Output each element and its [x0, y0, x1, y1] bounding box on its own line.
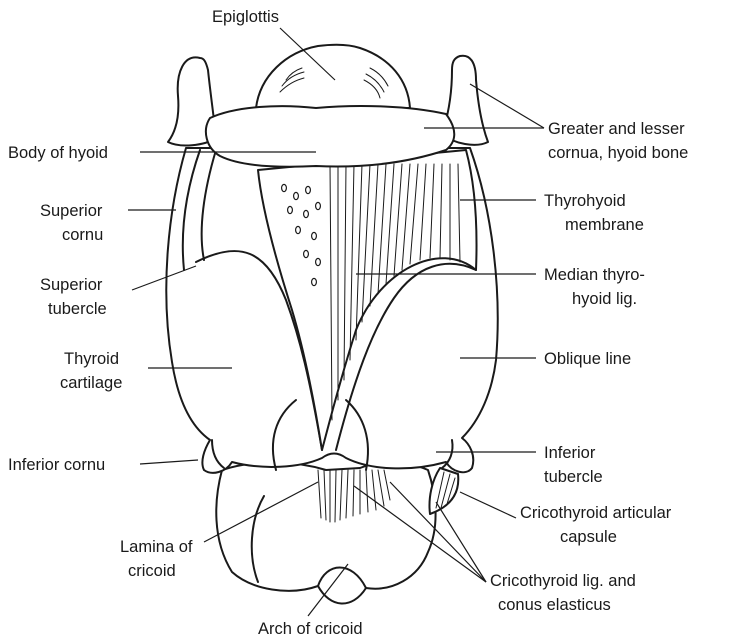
label-lamina-1: Lamina of [120, 538, 193, 556]
label-median-lig-2: hyoid lig. [572, 290, 637, 308]
label-thyroid-cartilage-2: cartilage [60, 374, 122, 392]
cricoid-cartilage [216, 462, 435, 604]
label-cricothyroid-capsule-2: capsule [560, 528, 617, 546]
label-median-lig-1: Median thyro- [544, 266, 645, 284]
label-thyrohyoid-membrane-1: Thyrohyoid [544, 192, 626, 210]
label-oblique-line: Oblique line [544, 350, 631, 368]
label-cricothyroid-lig-2: conus elasticus [498, 596, 611, 614]
label-superior-tubercle-2: tubercle [48, 300, 107, 318]
label-greater-lesser-2: cornua, hyoid bone [548, 144, 688, 162]
hyoid-body-shape [206, 106, 454, 167]
label-superior-cornu-2: cornu [62, 226, 103, 244]
label-inferior-tubercle-1: Inferior [544, 444, 596, 462]
label-cricothyroid-lig-1: Cricothyroid lig. and [490, 572, 636, 590]
label-superior-tubercle-1: Superior [40, 276, 103, 294]
label-inferior-cornu: Inferior cornu [8, 456, 105, 474]
label-thyrohyoid-membrane-2: membrane [565, 216, 644, 234]
label-greater-lesser-1: Greater and lesser [548, 120, 685, 138]
label-body-of-hyoid: Body of hyoid [8, 144, 108, 162]
label-superior-cornu-1: Superior [40, 202, 103, 220]
cricothyroid-articular-capsule [429, 468, 458, 514]
label-lamina-2: cricoid [128, 562, 176, 580]
label-arch-of-cricoid: Arch of cricoid [258, 620, 363, 638]
epiglottis-shape [256, 45, 410, 108]
label-epiglottis: Epiglottis [212, 8, 279, 26]
label-thyroid-cartilage-1: Thyroid [64, 350, 119, 368]
label-inferior-tubercle-2: tubercle [544, 468, 603, 486]
label-cricothyroid-capsule-1: Cricothyroid articular [520, 504, 672, 522]
